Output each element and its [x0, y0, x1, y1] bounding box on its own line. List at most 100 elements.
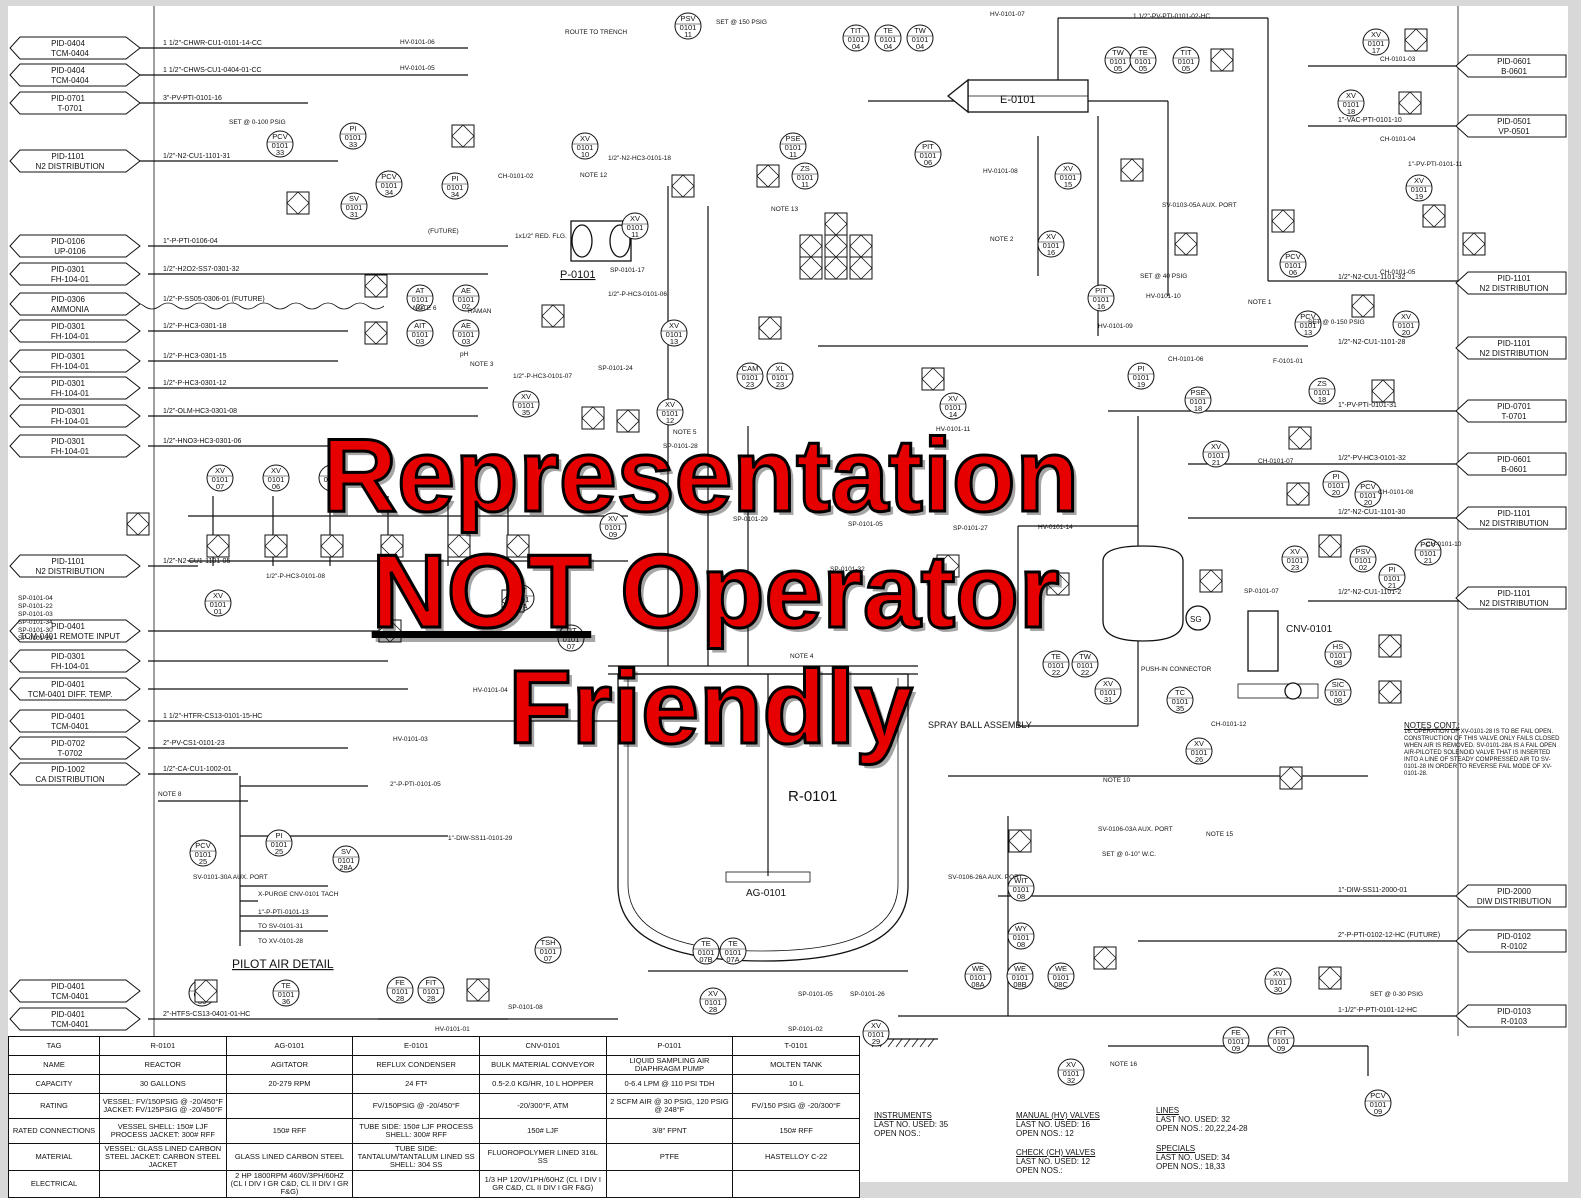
control-symbol-41[interactable]: [1318, 966, 1342, 990]
control-symbol-25[interactable]: [1174, 232, 1198, 256]
control-symbol-17[interactable]: [126, 512, 150, 536]
control-symbol-5[interactable]: [824, 234, 848, 258]
control-symbol-4[interactable]: [799, 234, 823, 258]
control-symbol-21[interactable]: [380, 534, 404, 558]
control-symbol-24[interactable]: [1120, 158, 1144, 182]
control-symbol-12[interactable]: [364, 274, 388, 298]
control-symbol-50[interactable]: [501, 589, 525, 613]
control-symbol-30[interactable]: [1462, 232, 1486, 256]
control-symbol-22[interactable]: [447, 534, 471, 558]
control-symbol-31[interactable]: [1271, 209, 1295, 233]
control-symbol-47[interactable]: [466, 978, 490, 1002]
control-symbol-34[interactable]: [1288, 426, 1312, 450]
control-symbol-29[interactable]: [1422, 204, 1446, 228]
control-symbol-18[interactable]: [206, 534, 230, 558]
control-symbol-40[interactable]: [1279, 766, 1303, 790]
control-symbol-46[interactable]: [194, 979, 218, 1003]
control-symbol-32[interactable]: [1351, 294, 1375, 318]
control-symbol-49[interactable]: [1093, 946, 1117, 970]
control-symbol-19[interactable]: [264, 534, 288, 558]
control-symbol-48[interactable]: [1008, 829, 1032, 853]
control-symbol-6[interactable]: [849, 234, 873, 258]
control-symbol-7[interactable]: [799, 256, 823, 280]
control-symbol-39[interactable]: [1378, 680, 1402, 704]
control-symbol-38[interactable]: [1378, 634, 1402, 658]
control-symbol-3[interactable]: [756, 164, 780, 188]
control-symbol-9[interactable]: [849, 256, 873, 280]
